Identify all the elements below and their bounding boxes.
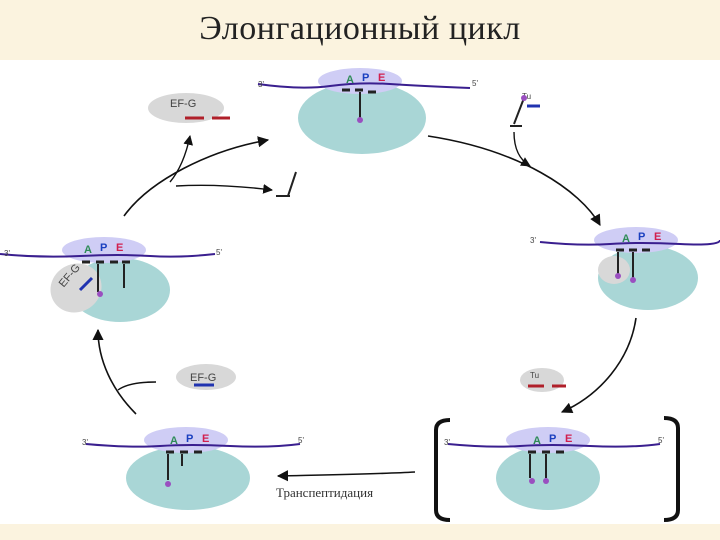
site-p-label: P [638, 231, 645, 243]
transpeptidation-label: Транспептидация [276, 485, 373, 500]
arrow-tu-entry [513, 131, 531, 167]
site-e-label: E [654, 231, 661, 243]
mrna-5-end: 5' [298, 436, 304, 445]
site-a-label: A [622, 233, 630, 245]
site-a-label: A [533, 435, 541, 447]
mrna-3-end: 3' [444, 438, 450, 447]
ef-g-mid-group: EF-G [176, 364, 236, 390]
site-e-label: E [202, 433, 209, 445]
tu-oval [520, 368, 564, 392]
site-e-label: E [378, 72, 385, 84]
mrna-strand [447, 443, 661, 448]
aa-trna-incoming [513, 97, 525, 125]
slide-title: Элонгационный цикл [199, 10, 521, 47]
bottom-bar [0, 524, 720, 540]
arrow-ef-g-join [117, 381, 157, 391]
ribosome-top: 3' 5' A P E [257, 68, 478, 154]
small-subunit [318, 68, 402, 94]
tu-right-group: Tu [520, 368, 566, 392]
site-p-label: P [100, 242, 107, 254]
mrna-strand [85, 443, 301, 448]
mrna-3-end: 3' [530, 236, 536, 245]
mrna-strand [0, 253, 216, 258]
mrna-3-end: 3' [4, 249, 10, 258]
mrna-strand [257, 82, 471, 89]
arrow-right-to-bracket [560, 317, 637, 413]
ef-g-mid-label: EF-G [190, 372, 216, 384]
mrna-5-end: 5' [472, 79, 478, 88]
arrow-top-to-right [427, 135, 601, 226]
site-a-label: A [84, 244, 92, 256]
mrna-5-end: 5' [658, 436, 664, 445]
tu-top-group: Tu [510, 92, 540, 127]
title-bar [0, 0, 720, 60]
arrow-bottom-to-left [92, 328, 137, 415]
gtp-mark [78, 276, 94, 292]
ribosome-bottom-left: 3' 5' A P E [82, 427, 304, 510]
site-p-label: P [362, 72, 369, 84]
ribosome-left: EF-G 3' 5' A P E [0, 237, 222, 322]
large-subunit [126, 446, 250, 510]
mrna-3-end: 3' [82, 438, 88, 447]
site-e-label: E [565, 433, 572, 445]
mrna-strand [539, 239, 720, 246]
ef-g-bound [50, 263, 102, 313]
arrow-ef-g-release [169, 135, 193, 183]
site-e-label: E [116, 242, 123, 254]
small-subunit [506, 427, 590, 453]
site-a-label: A [170, 435, 178, 447]
mrna-3-end: 3' [258, 80, 264, 89]
arrow-left-to-top [123, 136, 270, 217]
large-subunit [496, 446, 600, 510]
left-bracket [434, 418, 451, 522]
right-bracket [663, 416, 680, 522]
mrna-5-end: 5' [216, 248, 222, 257]
small-subunit [594, 227, 678, 253]
arrow-transpeptidation [276, 470, 416, 482]
ef-g-oval [176, 364, 236, 390]
ribosome-bottom-right: 3' 5' A P E [434, 416, 680, 522]
site-p-label: P [186, 433, 193, 445]
ef-g-top-label: EF-G [170, 98, 196, 110]
site-a-label: A [346, 74, 354, 86]
released-trna [276, 171, 297, 197]
arrow-trna-release [175, 184, 273, 194]
ribosome-right: 3' A P E [530, 227, 720, 310]
site-p-label: P [549, 433, 556, 445]
ef-g-top-group: EF-G [148, 93, 230, 123]
ef-g-oval [148, 93, 224, 123]
ef-tu-bound [598, 256, 630, 284]
tu-right-label: Tu [530, 371, 539, 380]
peptide-chain [357, 117, 363, 123]
